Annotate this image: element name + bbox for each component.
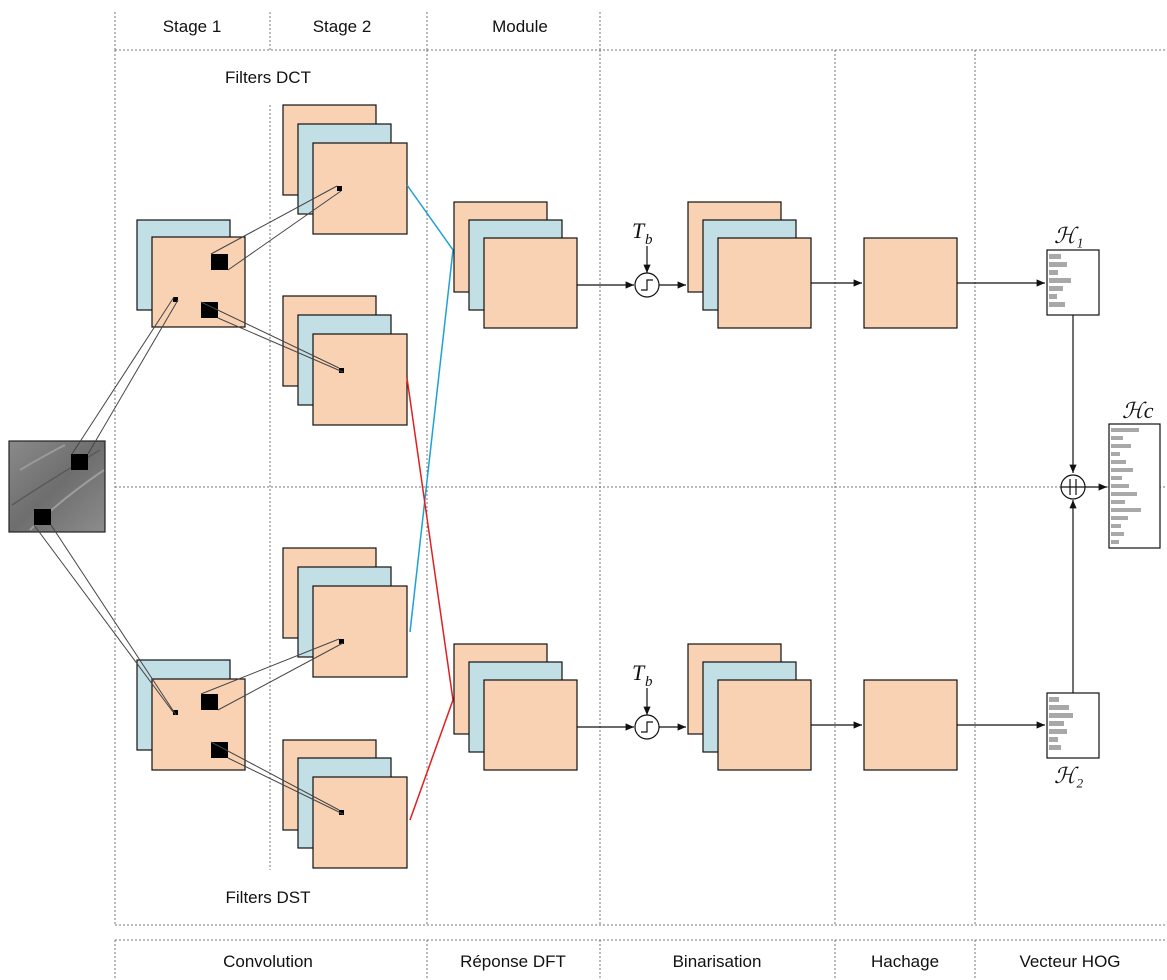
header-stage1-label: Stage 1: [163, 17, 222, 36]
stage1-bottom-stack: [137, 660, 245, 770]
threshold-bottom-symbol: T: [632, 660, 646, 685]
histogram-hc: ℋc: [1109, 398, 1160, 548]
input-image: [9, 441, 105, 532]
stage2-stack-1: [283, 105, 407, 234]
footer-hachage-label: Hachage: [871, 952, 939, 971]
stage2-stack-4: [283, 740, 407, 868]
layout-grid: [115, 12, 1167, 980]
threshold-top: T b: [577, 218, 686, 297]
filters-dst-label: Filters DST: [226, 888, 311, 907]
footer-dft-label: Réponse DFT: [460, 952, 566, 971]
concatenation-node: [1061, 315, 1107, 693]
threshold-top-symbol: T: [632, 218, 646, 243]
histogram-hc-label: ℋc: [1122, 398, 1154, 423]
threshold-bottom-subscript: b: [645, 674, 653, 690]
histogram-h1: ℋ₁: [957, 223, 1099, 315]
hashing-bottom: [811, 680, 957, 770]
module-top-stack: [454, 202, 577, 328]
hashing-top: [811, 238, 957, 328]
header-stage2-label: Stage 2: [313, 17, 372, 36]
footer-convolution-label: Convolution: [223, 952, 313, 971]
footer-hog-label: Vecteur HOG: [1019, 952, 1120, 971]
binary-bottom-stack: [688, 644, 811, 770]
histogram-h2: ℋ₂: [957, 693, 1099, 788]
stage1-top-stack: [137, 220, 245, 327]
header-module-label: Module: [492, 17, 548, 36]
threshold-bottom: T b: [577, 660, 686, 739]
stage2-stack-3: [283, 548, 407, 677]
module-links: [407, 185, 453, 820]
stage2-stack-2: [283, 296, 407, 425]
module-bottom-stack: [454, 644, 577, 770]
histogram-h2-label: ℋ₂: [1054, 763, 1084, 788]
footer-binarisation-label: Binarisation: [673, 952, 762, 971]
filters-dct-label: Filters DCT: [225, 68, 311, 87]
binary-top-stack: [688, 202, 811, 328]
threshold-top-subscript: b: [645, 232, 653, 248]
histogram-h1-label: ℋ₁: [1054, 223, 1083, 248]
